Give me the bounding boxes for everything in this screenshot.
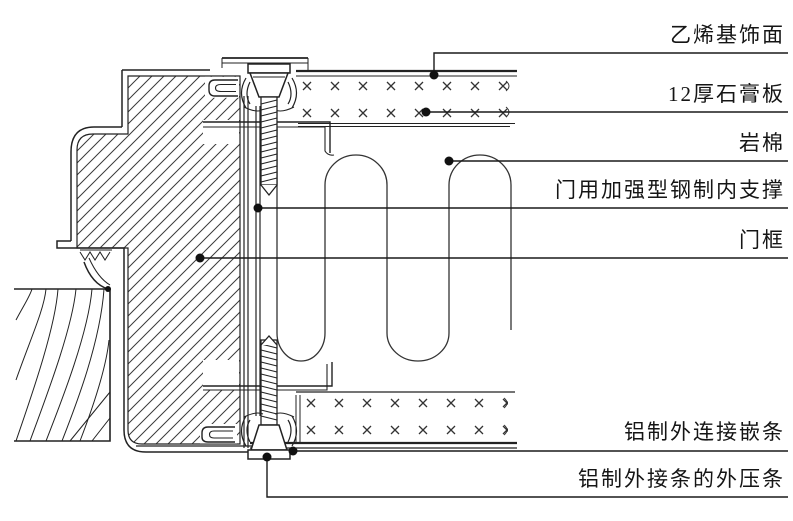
weather-seal — [79, 249, 112, 292]
leader-aluminum-pressure-strip — [266, 457, 788, 498]
top-fastener-screw — [240, 63, 298, 197]
cut-end-marks-bottom — [503, 397, 508, 436]
rock-wool-insulation — [276, 128, 512, 362]
leader-dot-aluminum-pressure-strip — [262, 452, 272, 462]
leader-dot-vinyl-finish — [429, 70, 439, 80]
leader-dot-rock-wool — [444, 156, 454, 166]
clamp-wing-right-bottom — [287, 415, 298, 447]
callout-label-aluminum-insert-strip: 铝制外连接嵌条 — [624, 420, 785, 444]
leader-vinyl-finish — [433, 52, 788, 75]
gypsum-board-bottom — [250, 391, 517, 449]
gypsum-board-top — [296, 69, 517, 128]
channel-pocket-top — [203, 120, 239, 144]
channel-pocket-bottom — [203, 360, 239, 390]
leader-dot-steel-support — [253, 203, 263, 213]
callout-label-aluminum-pressure-strip: 铝制外接条的外压条 — [578, 467, 785, 491]
door-leaf-section — [14, 288, 111, 442]
callout-dots — [195, 70, 454, 462]
snap-clip-bottom — [201, 426, 235, 443]
steel-channel-bottom — [203, 362, 333, 391]
leader-dot-door-frame — [195, 253, 205, 263]
snap-clip-top — [208, 79, 238, 97]
door-frame-section — [76, 75, 252, 448]
callout-label-gypsum-board: 12厚石膏板 — [668, 82, 785, 106]
seal-contact-point — [105, 286, 111, 292]
steel-inner-support — [255, 106, 261, 416]
screw-threads-top — [260, 99, 278, 183]
clamp-wing-left — [240, 77, 251, 109]
aluminum-strip-top — [221, 57, 309, 70]
clamp-wing-right — [287, 77, 298, 109]
callout-label-rock-wool: 岩棉 — [739, 131, 785, 155]
clamp-wing-left-bottom — [240, 415, 251, 447]
bottom-fastener-screw — [240, 335, 298, 460]
screw-threads-bottom — [260, 343, 278, 421]
frame-right-skin — [243, 96, 249, 448]
leader-dot-gypsum-board — [421, 107, 431, 117]
callout-label-vinyl-finish: 乙烯基饰面 — [670, 23, 785, 47]
callout-label-steel-support: 门用加强型钢制内支撑 — [555, 178, 785, 202]
callout-label-door-frame: 门框 — [739, 228, 785, 252]
clip-pocket-top — [205, 76, 239, 98]
clip-pocket-bottom — [200, 424, 237, 444]
leader-dot-aluminum-insert-strip — [288, 446, 298, 456]
callout-leaders — [200, 52, 788, 498]
